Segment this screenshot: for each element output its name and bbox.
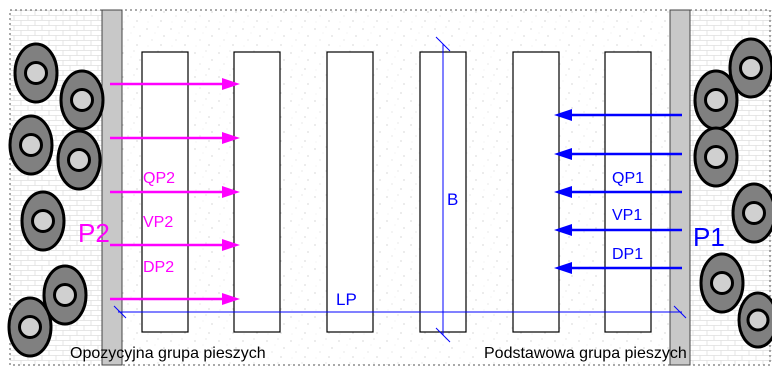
pedestrian-icon (13, 42, 59, 104)
length-dimension: LP (113, 290, 687, 319)
width-dimension-label: B (447, 190, 458, 209)
pedestrian-icon (693, 126, 739, 188)
flow-arrow (110, 293, 240, 305)
pedestrian-icon (7, 296, 53, 358)
pedestrian-icon (737, 291, 772, 349)
left-group-name: P2 (78, 218, 110, 248)
width-dimension-tick (435, 327, 451, 343)
pedestrian-icon (59, 69, 105, 131)
left-flow-label-d: DP2 (143, 259, 174, 276)
pedestrian-icon (20, 190, 66, 252)
right-group-caption: Podstawowa grupa pieszych (484, 345, 687, 362)
flow-arrow (554, 186, 682, 198)
pedestrian-icon (56, 129, 102, 191)
pedestrian-icon (731, 182, 772, 244)
left-group-flow-arrows (110, 78, 240, 305)
pedestrian-icon (8, 114, 54, 176)
left-pedestrian-group (7, 42, 105, 358)
left-curb (101, 9, 123, 366)
flow-arrow (554, 262, 682, 274)
zebra-stripe (233, 51, 281, 333)
road-surface (100, 10, 686, 365)
left-flow-label-v: VP2 (143, 214, 173, 231)
flow-arrow (554, 224, 682, 236)
zebra-stripe (512, 51, 560, 333)
width-dimension: B (435, 36, 458, 343)
flow-arrow (110, 78, 240, 90)
right-flow-label-v: VP1 (612, 207, 642, 224)
right-flow-label-q: QP1 (612, 170, 644, 187)
pedestrian-icon (42, 264, 88, 326)
flow-arrow (554, 148, 682, 160)
left-flow-labels: QP2 VP2 DP2 (143, 170, 175, 276)
pedestrian-icon (699, 252, 745, 314)
length-dimension-tick (113, 305, 127, 319)
left-flow-label-q: QP2 (143, 170, 175, 187)
pedestrian-icon (693, 69, 739, 131)
left-group-caption: Opozycyjna grupa pieszych (70, 345, 266, 362)
right-group-name: P1 (693, 222, 725, 252)
length-dimension-label: LP (336, 290, 357, 309)
frame-border (9, 9, 771, 366)
flow-arrow (110, 186, 240, 198)
right-curb (669, 9, 691, 366)
zebra-stripe (326, 51, 374, 333)
right-group-flow-arrows (554, 109, 682, 274)
flow-arrow (110, 132, 240, 144)
width-dimension-tick (435, 36, 451, 52)
right-flow-labels: QP1 VP1 DP1 (612, 170, 644, 263)
right-flow-label-d: DP1 (612, 246, 643, 263)
flow-arrow (554, 109, 682, 121)
length-dimension-tick (673, 305, 687, 319)
right-pedestrian-group (693, 37, 772, 349)
pedestrian-icon (728, 37, 772, 99)
flow-arrow (110, 239, 240, 251)
